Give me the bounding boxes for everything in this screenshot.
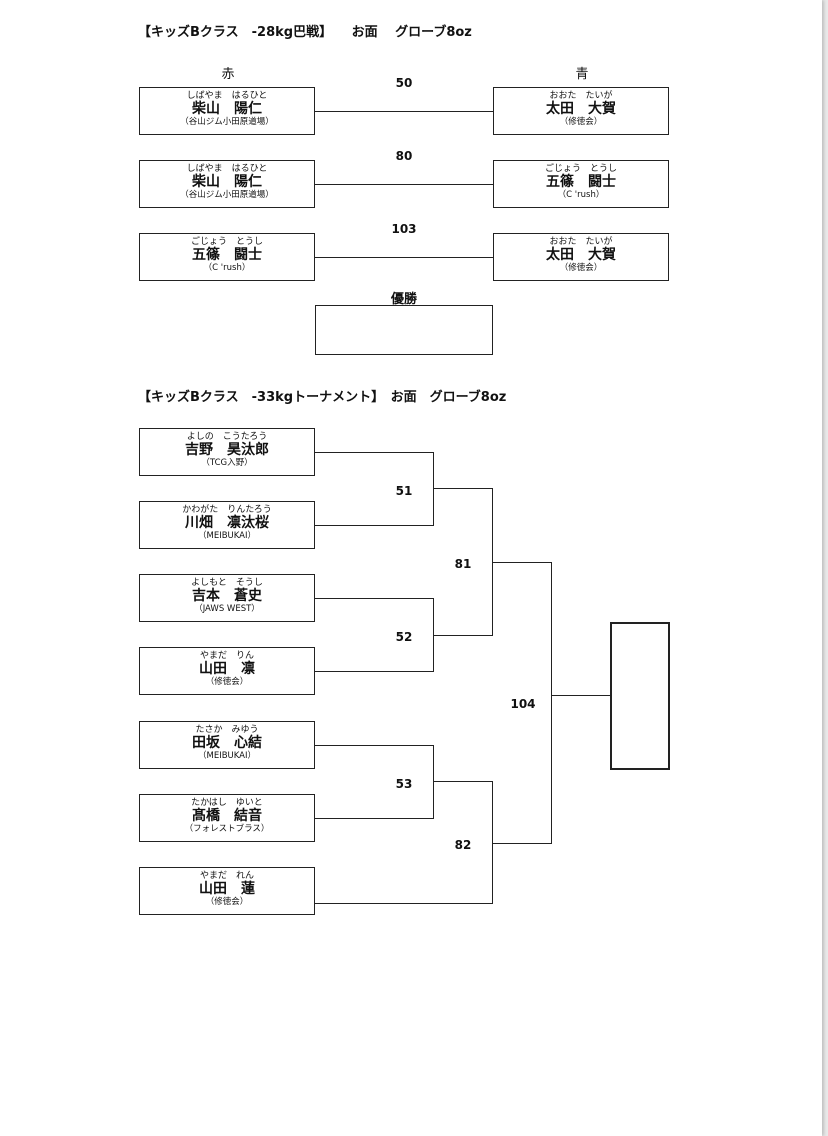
- bout-number: 52: [395, 630, 413, 644]
- tournament-fighter-box: よしの こうたろう 吉野 昊汰郎 （TCG入野）: [139, 428, 315, 476]
- red-fighter-box: しばやま はるひと 柴山 陽仁 （谷山ジム小田原道場）: [139, 87, 315, 135]
- bout-number: 82: [454, 838, 472, 852]
- bout-number: 80: [395, 149, 413, 163]
- fighter-kana: たさか みゆう: [195, 725, 259, 735]
- bracket-line: [315, 745, 434, 746]
- tournament-fighter-box: やまだ れん 山田 蓮 （修徳会）: [139, 867, 315, 915]
- fighter-club: （C 'rush）: [557, 190, 605, 200]
- fighter-club: （C 'rush）: [203, 263, 251, 273]
- bracket-line: [433, 488, 493, 489]
- fighter-club: （フォレストブラス）: [184, 824, 270, 834]
- tournament-fighter-box: よしもと そうし 吉本 蒼史 （JAWS WEST）: [139, 574, 315, 622]
- fighter-kana: おおた たいが: [549, 91, 613, 101]
- bout-number: 50: [395, 76, 413, 90]
- bracket-line: [315, 598, 434, 599]
- bout-connector: [315, 111, 493, 112]
- bracket-line: [551, 695, 611, 696]
- winner-box: [315, 305, 493, 355]
- fighter-kana: しばやま はるひと: [186, 91, 268, 101]
- bout-connector: [315, 257, 493, 258]
- tournament-fighter-box: たかはし ゆいと 髙橋 結音 （フォレストブラス）: [139, 794, 315, 842]
- fighter-club: （MEIBUKAI）: [197, 531, 256, 541]
- red-corner-label: 赤: [221, 67, 235, 82]
- tournament-fighter-box: かわがた りんたろう 川畑 凛汰桜 （MEIBUKAI）: [139, 501, 315, 549]
- fighter-name: 山田 蓮: [199, 881, 255, 897]
- fighter-name: 田坂 心結: [192, 735, 262, 751]
- fighter-club: （JAWS WEST）: [194, 604, 260, 614]
- fighter-kana: よしもと そうし: [191, 578, 263, 588]
- fighter-name: 山田 凛: [199, 661, 255, 677]
- bout-number: 103: [391, 222, 417, 236]
- tournament-fighter-box: やまだ りん 山田 凛 （修徳会）: [139, 647, 315, 695]
- fighter-name: 吉本 蒼史: [192, 588, 262, 604]
- fighter-name: 五篠 闘士: [192, 247, 262, 263]
- fighter-kana: やまだ れん: [199, 871, 254, 881]
- section-title-33kg: 【キッズBクラス -33kgトーナメント】 お面 グローブ8oz: [138, 390, 507, 405]
- fighter-kana: ごじょう とうし: [190, 237, 263, 247]
- fighter-name: 五篠 闘士: [546, 174, 616, 190]
- fighter-kana: たかはし ゆいと: [191, 798, 263, 808]
- blue-fighter-box: ごじょう とうし 五篠 闘士 （C 'rush）: [493, 160, 669, 208]
- bracket-line: [492, 843, 552, 844]
- winner-label: 優勝: [390, 292, 417, 307]
- fighter-kana: よしの こうたろう: [186, 432, 268, 442]
- blue-corner-label: 青: [575, 67, 589, 82]
- bracket-line: [315, 903, 493, 904]
- fighter-kana: ごじょう とうし: [544, 164, 617, 174]
- section-title-28kg: 【キッズBクラス -28kg巴戦】 お面 グローブ8oz: [138, 25, 472, 40]
- bout-number: 104: [510, 697, 536, 711]
- bracket-line: [315, 525, 434, 526]
- fighter-kana: かわがた りんたろう: [182, 505, 272, 515]
- fighter-name: 太田 大賀: [546, 247, 616, 263]
- fighter-club: （谷山ジム小田原道場）: [180, 117, 274, 127]
- fighter-kana: おおた たいが: [549, 237, 613, 247]
- tournament-fighter-box: たさか みゆう 田坂 心結 （MEIBUKAI）: [139, 721, 315, 769]
- champion-box: [610, 622, 670, 770]
- bracket-line: [315, 671, 434, 672]
- blue-fighter-box: おおた たいが 太田 大賀 （修徳会）: [493, 87, 669, 135]
- bracket-line: [551, 562, 552, 844]
- fighter-name: 柴山 陽仁: [192, 101, 262, 117]
- fighter-club: （修徳会）: [559, 263, 603, 273]
- fighter-club: （MEIBUKAI）: [197, 751, 256, 761]
- bracket-line: [315, 452, 434, 453]
- bout-number: 51: [395, 484, 413, 498]
- fighter-club: （修徳会）: [205, 897, 249, 907]
- red-fighter-box: ごじょう とうし 五篠 闘士 （C 'rush）: [139, 233, 315, 281]
- bracket-line: [315, 818, 434, 819]
- bout-number: 53: [395, 777, 413, 791]
- blue-fighter-box: おおた たいが 太田 大賀 （修徳会）: [493, 233, 669, 281]
- fighter-name: 太田 大賀: [546, 101, 616, 117]
- bracket-line: [433, 635, 493, 636]
- fighter-name: 髙橋 結音: [192, 808, 262, 824]
- bout-connector: [315, 184, 493, 185]
- fighter-name: 柴山 陽仁: [192, 174, 262, 190]
- fighter-name: 川畑 凛汰桜: [185, 515, 269, 531]
- bout-number: 81: [454, 557, 472, 571]
- fighter-club: （谷山ジム小田原道場）: [180, 190, 274, 200]
- fighter-club: （修徳会）: [559, 117, 603, 127]
- fighter-kana: しばやま はるひと: [186, 164, 268, 174]
- red-fighter-box: しばやま はるひと 柴山 陽仁 （谷山ジム小田原道場）: [139, 160, 315, 208]
- fighter-club: （TCG入野）: [201, 458, 253, 468]
- bracket-line: [433, 452, 434, 526]
- fighter-kana: やまだ りん: [199, 651, 254, 661]
- fighter-club: （修徳会）: [205, 677, 249, 687]
- bracket-line: [492, 562, 552, 563]
- bracket-line: [433, 745, 434, 819]
- fighter-name: 吉野 昊汰郎: [185, 442, 269, 458]
- bracket-line: [433, 781, 493, 782]
- bracket-line: [492, 781, 493, 904]
